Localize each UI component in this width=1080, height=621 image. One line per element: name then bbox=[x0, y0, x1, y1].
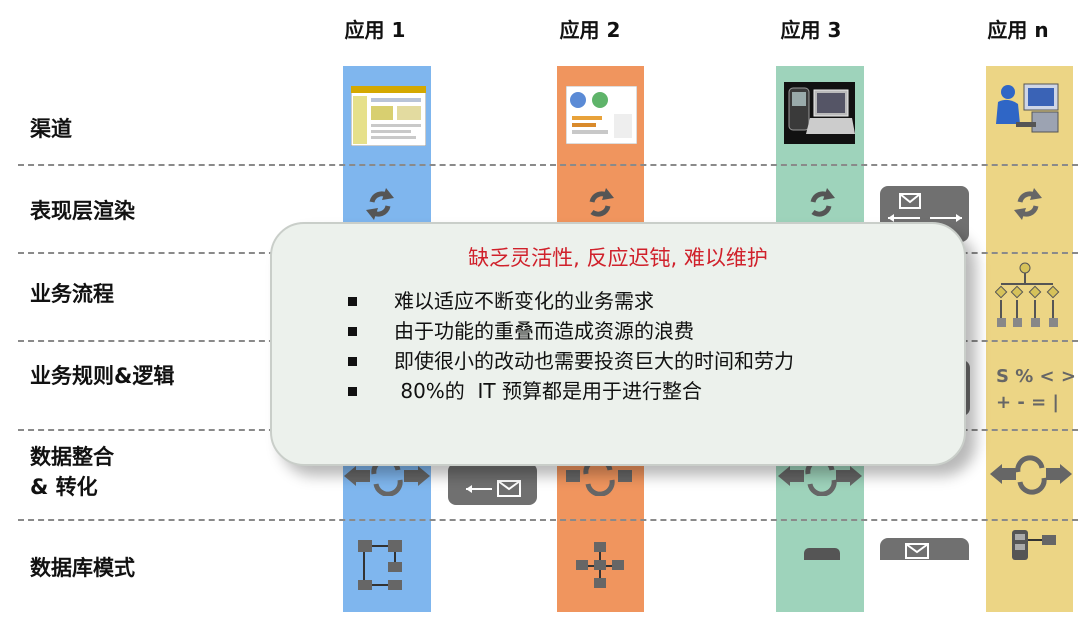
list-item-text: 即使很小的改动也需要投资巨大的时间和劳力 bbox=[394, 349, 794, 373]
row-label-integration: 数据整合 & 转化 bbox=[30, 442, 114, 502]
row-label-integration-line2: & 转化 bbox=[30, 475, 98, 499]
row-label-database: 数据库模式 bbox=[30, 556, 135, 580]
row-label-presentation: 表现层渲染 bbox=[30, 199, 135, 223]
message-exchange-icon bbox=[448, 463, 537, 505]
list-item-text: 由于功能的重叠而造成资源的浪费 bbox=[394, 319, 694, 343]
list-item: 即使很小的改动也需要投资巨大的时间和劳力 bbox=[342, 346, 794, 376]
integration-icon bbox=[990, 455, 1072, 495]
column-header-app-3: 应用 3 bbox=[780, 18, 842, 42]
row-label-integration-line1: 数据整合 bbox=[30, 445, 114, 469]
list-item: 难以适应不断变化的业务需求 bbox=[342, 286, 794, 316]
column-app-n bbox=[986, 66, 1073, 612]
refresh-icon bbox=[1014, 188, 1042, 220]
row-divider bbox=[18, 164, 1078, 166]
database-schema-icon bbox=[576, 542, 624, 588]
message-exchange-icon bbox=[880, 538, 969, 560]
refresh-icon bbox=[366, 188, 394, 220]
list-item: 由于功能的重叠而造成资源的浪费 bbox=[342, 316, 794, 346]
refresh-icon bbox=[810, 188, 835, 217]
list-item: 80%的 IT 预算都是用于进行整合 bbox=[342, 376, 794, 406]
devices-icon bbox=[784, 82, 855, 144]
computer-user-icon bbox=[996, 83, 1059, 133]
database-schema-icon bbox=[804, 548, 840, 560]
row-label-channel: 渠道 bbox=[30, 117, 72, 141]
list-item-text: 难以适应不断变化的业务需求 bbox=[394, 289, 654, 313]
bullet-icon bbox=[348, 327, 357, 336]
row-label-rules: 业务规则&逻辑 bbox=[30, 364, 175, 388]
rules-symbols-line2: + - = | bbox=[996, 392, 1060, 413]
column-header-app-2: 应用 2 bbox=[559, 18, 621, 42]
callout-title: 缺乏灵活性, 反应迟钝, 难以维护 bbox=[468, 246, 768, 270]
database-schema-icon bbox=[358, 540, 402, 590]
callout-list: 难以适应不断变化的业务需求 由于功能的重叠而造成资源的浪费 即使很小的改动也需要… bbox=[342, 286, 794, 406]
chart-screenshot-icon bbox=[566, 86, 637, 144]
bullet-icon bbox=[348, 297, 357, 306]
refresh-icon bbox=[589, 188, 614, 217]
column-header-app-1: 应用 1 bbox=[344, 18, 406, 42]
rules-symbols: S % < > + - = | bbox=[996, 364, 1076, 416]
problem-callout: 缺乏灵活性, 反应迟钝, 难以维护 难以适应不断变化的业务需求 由于功能的重叠而… bbox=[270, 222, 966, 466]
row-label-process: 业务流程 bbox=[30, 282, 114, 306]
hierarchy-icon bbox=[995, 262, 1060, 327]
bullet-icon bbox=[348, 387, 357, 396]
list-item-text: 80%的 IT 预算都是用于进行整合 bbox=[394, 379, 702, 403]
column-header-app-n: 应用 n bbox=[987, 18, 1049, 42]
screenshot-icon bbox=[351, 86, 426, 146]
database-schema-icon bbox=[1012, 530, 1056, 560]
bullet-icon bbox=[348, 357, 357, 366]
row-divider bbox=[18, 519, 1078, 521]
rules-symbols-line1: S % < > bbox=[996, 366, 1076, 387]
